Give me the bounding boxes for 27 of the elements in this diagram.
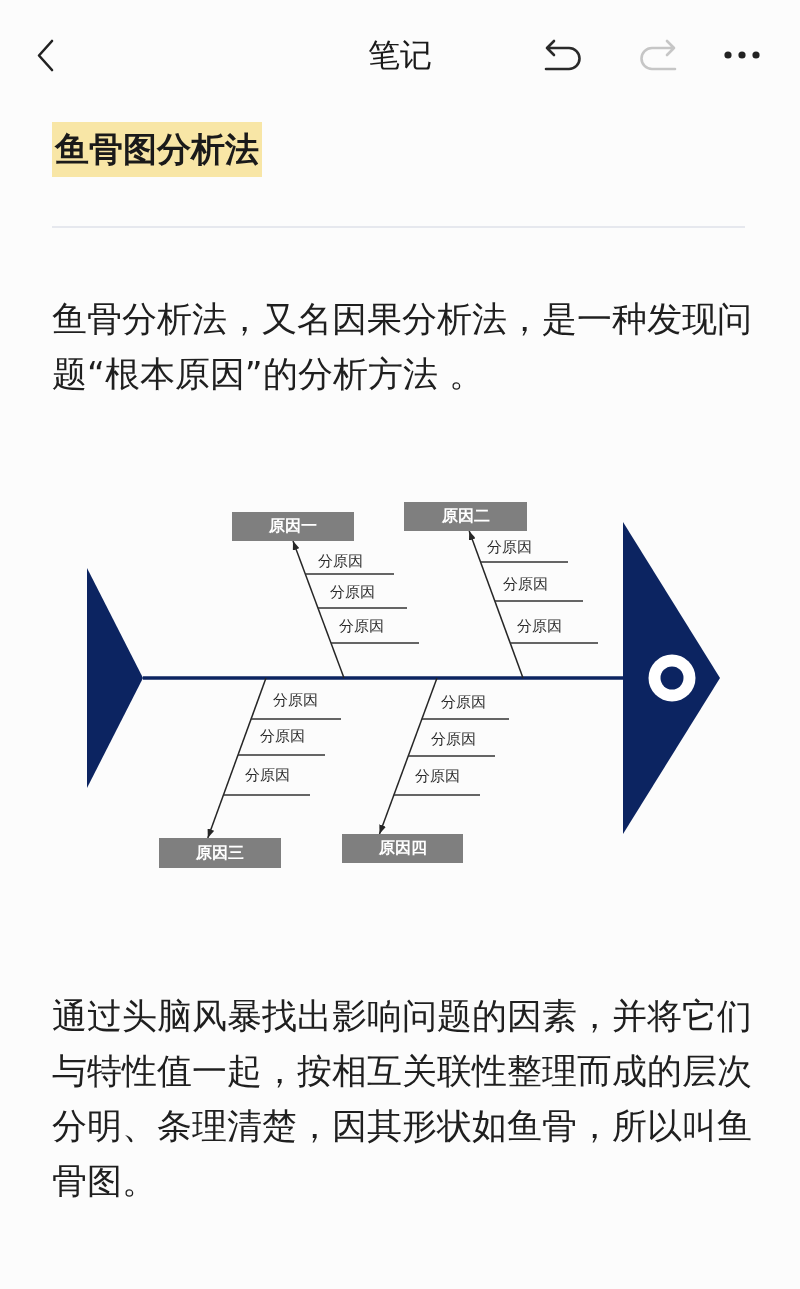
fish-tail [87, 568, 143, 788]
sub-cause-label: 分原因 [486, 539, 532, 557]
sub-cause-label: 分原因 [244, 767, 290, 785]
sub-cause-label: 分原因 [430, 731, 476, 749]
header-title: 笔记 [368, 35, 432, 75]
paragraph: 鱼骨分析法，又名因果分析法，是一种发现问题“根本原因”的分析方法 。 [52, 298, 753, 396]
sub-cause-label: 分原因 [440, 694, 486, 712]
sub-cause-label: 分原因 [317, 553, 363, 571]
arrow [207, 677, 267, 839]
sub-cause-label: 分原因 [414, 768, 460, 786]
sub-cause-label: 分原因 [338, 618, 384, 636]
arrow [292, 540, 345, 679]
fish-head [623, 522, 720, 834]
sub-cause-label: 分原因 [259, 728, 305, 746]
sub-cause-label: 分原因 [516, 618, 562, 636]
arrow [378, 677, 438, 835]
cause-box: 原因一 [232, 512, 354, 541]
arrow [468, 530, 524, 679]
sub-cause-label: 分原因 [329, 584, 375, 602]
cause-box: 原因四 [342, 834, 463, 863]
page-heading: 鱼骨图分析法 [52, 122, 262, 177]
spine-line [143, 676, 623, 680]
paragraph: 通过头脑风暴找出影响问题的因素，并将它们与特性值一起，按相互关联性整理而成的层次分明、条理清楚，因其形状如鱼骨，所以叫鱼骨图。 [52, 995, 753, 1203]
sub-cause-label: 分原因 [272, 692, 318, 710]
cause-box: 原因三 [159, 838, 281, 868]
cause-box: 原因二 [404, 502, 527, 531]
sub-cause-label: 分原因 [502, 576, 548, 594]
